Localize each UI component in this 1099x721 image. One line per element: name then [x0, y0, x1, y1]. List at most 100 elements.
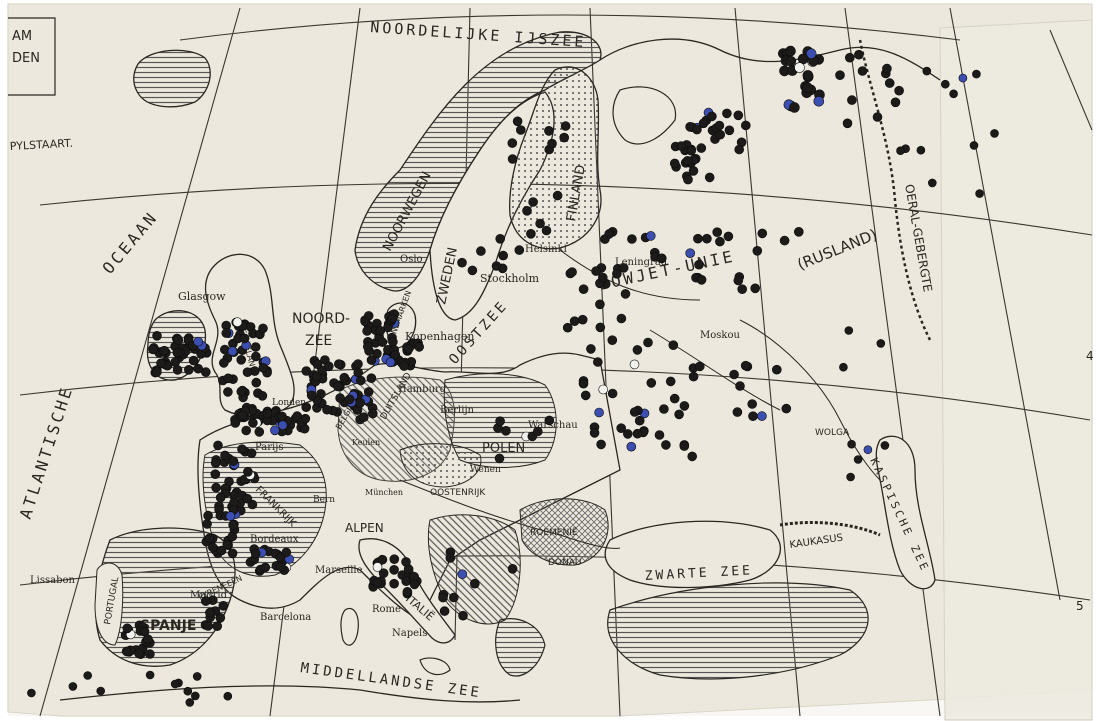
map-pin [560, 121, 571, 131]
map-pin [927, 178, 937, 188]
label-danube: DONAU [548, 558, 582, 568]
map-pin [145, 649, 155, 659]
map-pin [227, 346, 238, 357]
map-pin [622, 429, 633, 439]
map-pin [990, 129, 999, 138]
map-pin [355, 397, 366, 408]
label-romania: ROEMENIË [530, 527, 578, 538]
map-pin [143, 634, 153, 645]
map-pin [975, 189, 984, 198]
map-pin [632, 345, 643, 355]
map-pin [507, 563, 518, 574]
map-pin [793, 227, 804, 237]
map-pin [676, 141, 687, 151]
map-pin [276, 562, 286, 572]
map-pin [360, 316, 370, 327]
map-pin [212, 621, 222, 632]
map-pin [372, 562, 383, 572]
map-pin [724, 125, 735, 136]
corner-fragment-1: AM [12, 29, 32, 44]
map-pin [712, 227, 723, 237]
map-pin [96, 686, 105, 696]
map-pin [246, 448, 257, 459]
map-pin [723, 231, 734, 242]
city-helsinki: Helsinki [525, 244, 567, 255]
map-pin [332, 381, 343, 392]
map-pin [227, 531, 238, 542]
map-pin [737, 284, 748, 295]
map-pin [616, 423, 627, 434]
map-pin [552, 190, 563, 201]
label-black-sea: ZWARTE ZEE [644, 563, 753, 584]
map-pin [387, 313, 398, 324]
map-pin [228, 456, 239, 466]
map-pin [643, 337, 653, 348]
map-pin [223, 691, 233, 701]
map-pin [68, 682, 78, 691]
map-pin [679, 401, 690, 411]
map-pin [262, 408, 273, 419]
map-pin [121, 646, 132, 657]
kola-coast [599, 38, 941, 81]
map-pin [242, 493, 253, 504]
map-pin [183, 686, 193, 696]
edge-number-5: 5 [1076, 599, 1084, 613]
map-pin [535, 218, 545, 229]
map-pin [757, 228, 768, 239]
map-pin [863, 445, 873, 455]
map-pin [507, 154, 518, 164]
map-pin [626, 441, 637, 452]
map-pin [591, 266, 601, 276]
map-pin [193, 363, 203, 374]
label-alps: ALPEN [345, 521, 384, 535]
map-pin [692, 124, 702, 135]
map-pin [494, 453, 505, 464]
map-pin [595, 299, 605, 310]
map-pin [589, 428, 600, 438]
map-pin [596, 439, 606, 450]
map-pin [732, 407, 743, 417]
map-pin [401, 557, 411, 567]
map-pin [916, 145, 926, 155]
city-warsaw: Warschau [528, 420, 578, 431]
map-pin [228, 520, 238, 530]
city-hamburg: Hamburg [398, 384, 447, 395]
map-pin [275, 552, 286, 563]
map-pin [476, 246, 486, 256]
ural-mountains [858, 39, 932, 341]
map-pin [802, 70, 814, 81]
map-pin [239, 333, 250, 344]
map-pin [842, 118, 853, 129]
map-pin [880, 441, 890, 450]
map-pin [507, 138, 518, 148]
map-pin [258, 363, 269, 373]
map-pin [853, 455, 863, 464]
map-pin [27, 688, 36, 698]
map-pin [230, 418, 241, 428]
map-pin [156, 358, 166, 369]
black-sea-water [604, 520, 781, 589]
map-pin [646, 378, 657, 388]
city-copenhagen: Kopenhagen [405, 330, 474, 343]
map-pin [578, 378, 589, 389]
map-pin [696, 143, 707, 153]
map-pin [733, 110, 744, 121]
map-pin [241, 425, 251, 436]
map-pin [522, 206, 532, 216]
north-africa-coast [59, 685, 521, 703]
map-pin [847, 439, 856, 449]
map-pin [216, 545, 227, 556]
map-pin [210, 469, 221, 480]
map-pin [445, 553, 456, 563]
city-oslo: Oslo [400, 254, 423, 265]
map-pin [377, 337, 388, 347]
city-berlin: Berlijn [440, 405, 475, 416]
map-pin [83, 671, 92, 680]
city-rome: Rome [372, 604, 401, 615]
map-pin [498, 250, 509, 261]
map-pin [618, 263, 629, 273]
map-pin [659, 404, 669, 414]
map-pin [707, 111, 717, 122]
map-pin [512, 116, 523, 127]
